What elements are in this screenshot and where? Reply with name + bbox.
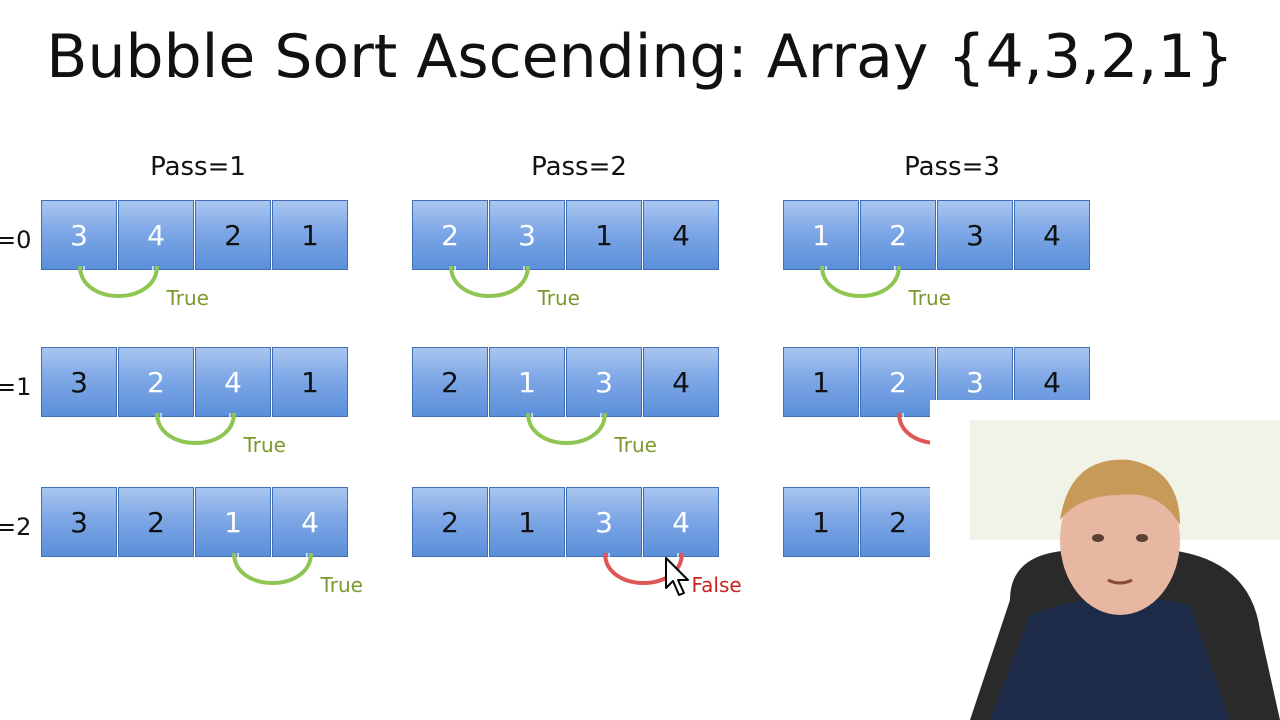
presenter-webcam-overlay bbox=[930, 400, 1280, 720]
compare-result-label: True bbox=[614, 433, 657, 457]
pass-label-3: Pass=3 bbox=[904, 152, 1000, 182]
array-cell: 1 bbox=[272, 200, 348, 270]
row-label-1: =1 bbox=[0, 373, 32, 401]
array-cell: 4 bbox=[195, 347, 271, 417]
pass-label-2: Pass=2 bbox=[531, 152, 627, 182]
compare-arc bbox=[231, 552, 313, 585]
compare-arc bbox=[602, 552, 684, 585]
array-cell: 2 bbox=[412, 487, 488, 557]
array-cell: 3 bbox=[41, 487, 117, 557]
mouse-cursor-icon bbox=[665, 557, 689, 596]
array-cell: 2 bbox=[412, 200, 488, 270]
array-cell: 4 bbox=[643, 200, 719, 270]
array-cell: 1 bbox=[783, 347, 859, 417]
array-cell: 4 bbox=[643, 347, 719, 417]
array-cell: 1 bbox=[489, 487, 565, 557]
row-label-2: =2 bbox=[0, 513, 32, 541]
array-cell: 2 bbox=[412, 347, 488, 417]
compare-result-label: True bbox=[320, 573, 363, 597]
array-cell: 3 bbox=[566, 487, 642, 557]
compare-result-label: False bbox=[691, 573, 742, 597]
array-cell: 4 bbox=[643, 487, 719, 557]
array-cell: 2 bbox=[195, 200, 271, 270]
array-cell: 3 bbox=[566, 347, 642, 417]
array-cell: 2 bbox=[118, 487, 194, 557]
array-cell: 1 bbox=[489, 347, 565, 417]
pass-label-1: Pass=1 bbox=[150, 152, 246, 182]
compare-arc bbox=[77, 265, 159, 298]
compare-result-label: True bbox=[243, 433, 286, 457]
slide-title: Bubble Sort Ascending: Array {4,3,2,1} bbox=[46, 22, 1234, 92]
compare-result-label: True bbox=[537, 286, 580, 310]
array-cell: 1 bbox=[195, 487, 271, 557]
compare-arc bbox=[819, 265, 901, 298]
array-cell: 1 bbox=[783, 487, 859, 557]
array-cell: 4 bbox=[272, 487, 348, 557]
array-cell: 2 bbox=[860, 487, 936, 557]
compare-result-label: True bbox=[908, 286, 951, 310]
compare-result-label: True bbox=[166, 286, 209, 310]
array-cell: 1 bbox=[783, 200, 859, 270]
compare-arc bbox=[154, 412, 236, 445]
array-cell: 1 bbox=[272, 347, 348, 417]
array-cell: 3 bbox=[937, 200, 1013, 270]
array-cell: 4 bbox=[1014, 200, 1090, 270]
array-cell: 2 bbox=[860, 200, 936, 270]
array-cell: 3 bbox=[41, 347, 117, 417]
array-cell: 4 bbox=[118, 200, 194, 270]
compare-arc bbox=[525, 412, 607, 445]
array-cell: 1 bbox=[566, 200, 642, 270]
array-cell: 3 bbox=[41, 200, 117, 270]
array-cell: 3 bbox=[489, 200, 565, 270]
compare-arc bbox=[448, 265, 530, 298]
row-label-0: =0 bbox=[0, 226, 32, 254]
array-cell: 2 bbox=[860, 347, 936, 417]
array-cell: 2 bbox=[118, 347, 194, 417]
